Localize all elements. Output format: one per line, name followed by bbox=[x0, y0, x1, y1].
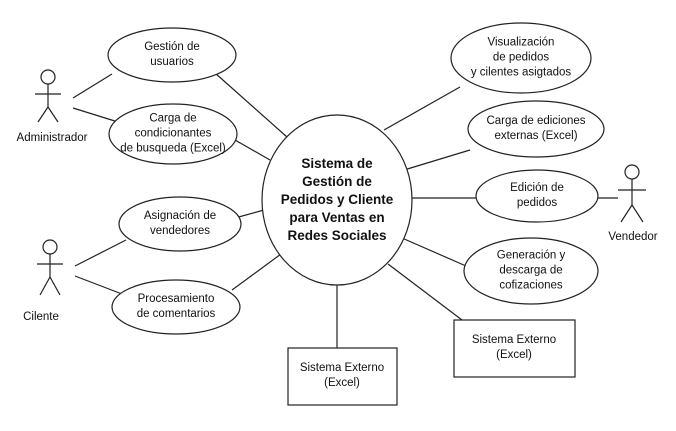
cliente-actor-label: Cilente bbox=[23, 311, 59, 323]
external-system-bottom-box bbox=[287, 347, 398, 406]
external-system-right-box bbox=[453, 319, 576, 378]
use-case-carga-condicionantes-label: Carga de condicionantes de busqueda (Exc… bbox=[120, 112, 226, 155]
use-case-generacion-label: Generación y descarga de cofizaciones bbox=[496, 249, 566, 292]
admin-actor-icon bbox=[35, 69, 61, 123]
assoc-cliente-procesamiento bbox=[74, 275, 123, 295]
use-case-procesamiento bbox=[111, 279, 241, 335]
assoc-admin-gestion bbox=[72, 73, 113, 99]
link-generacion bbox=[401, 237, 467, 267]
central-system-label: Sistema de Gestión de Pedidos y Cliente … bbox=[280, 156, 394, 243]
admin-actor-label: Administrador bbox=[16, 132, 88, 144]
link-gestion-usuarios bbox=[214, 72, 288, 138]
vendedor-actor-label: Vendedor bbox=[608, 231, 658, 243]
central-system-ellipse bbox=[261, 114, 413, 286]
external-system-bottom-label: Sistema Externo (Excel) bbox=[299, 362, 385, 389]
assoc-cliente-asignacion bbox=[74, 239, 127, 267]
use-case-asignacion-label: Asignación de vendedores bbox=[143, 210, 217, 237]
use-case-asignacion bbox=[118, 196, 242, 252]
vendedor-actor-icon bbox=[618, 164, 646, 223]
use-case-procesamiento-label: Procesamiento de comentarios bbox=[136, 293, 216, 320]
link-sistema-right bbox=[387, 263, 463, 321]
link-carga-condicionantes bbox=[234, 139, 271, 161]
use-case-visualizacion bbox=[450, 22, 592, 94]
assoc-admin-carga bbox=[72, 107, 119, 123]
link-visualizacion bbox=[383, 86, 461, 131]
link-asignacion bbox=[234, 209, 265, 219]
use-case-generacion bbox=[463, 237, 599, 305]
cliente-actor-icon bbox=[37, 239, 63, 296]
use-case-edicion bbox=[475, 169, 599, 223]
use-case-visualizacion-label: Visualización de pedidos y cilentes asig… bbox=[470, 36, 572, 79]
use-case-gestion-usuarios-label: Gestión de usuarios bbox=[144, 41, 200, 68]
use-case-carga-condicionantes bbox=[108, 103, 238, 165]
use-case-gestion-usuarios bbox=[107, 27, 237, 83]
external-system-right-label: Sistema Externo (Excel) bbox=[471, 334, 557, 361]
link-procesamiento bbox=[231, 253, 282, 291]
link-carga-ediciones bbox=[403, 149, 471, 171]
use-case-carga-ediciones-label: Carga de ediciones externas (Excel) bbox=[486, 115, 586, 142]
use-case-carga-ediciones bbox=[467, 100, 605, 158]
use-case-edicion-label: Edición de pedidos bbox=[510, 182, 564, 209]
